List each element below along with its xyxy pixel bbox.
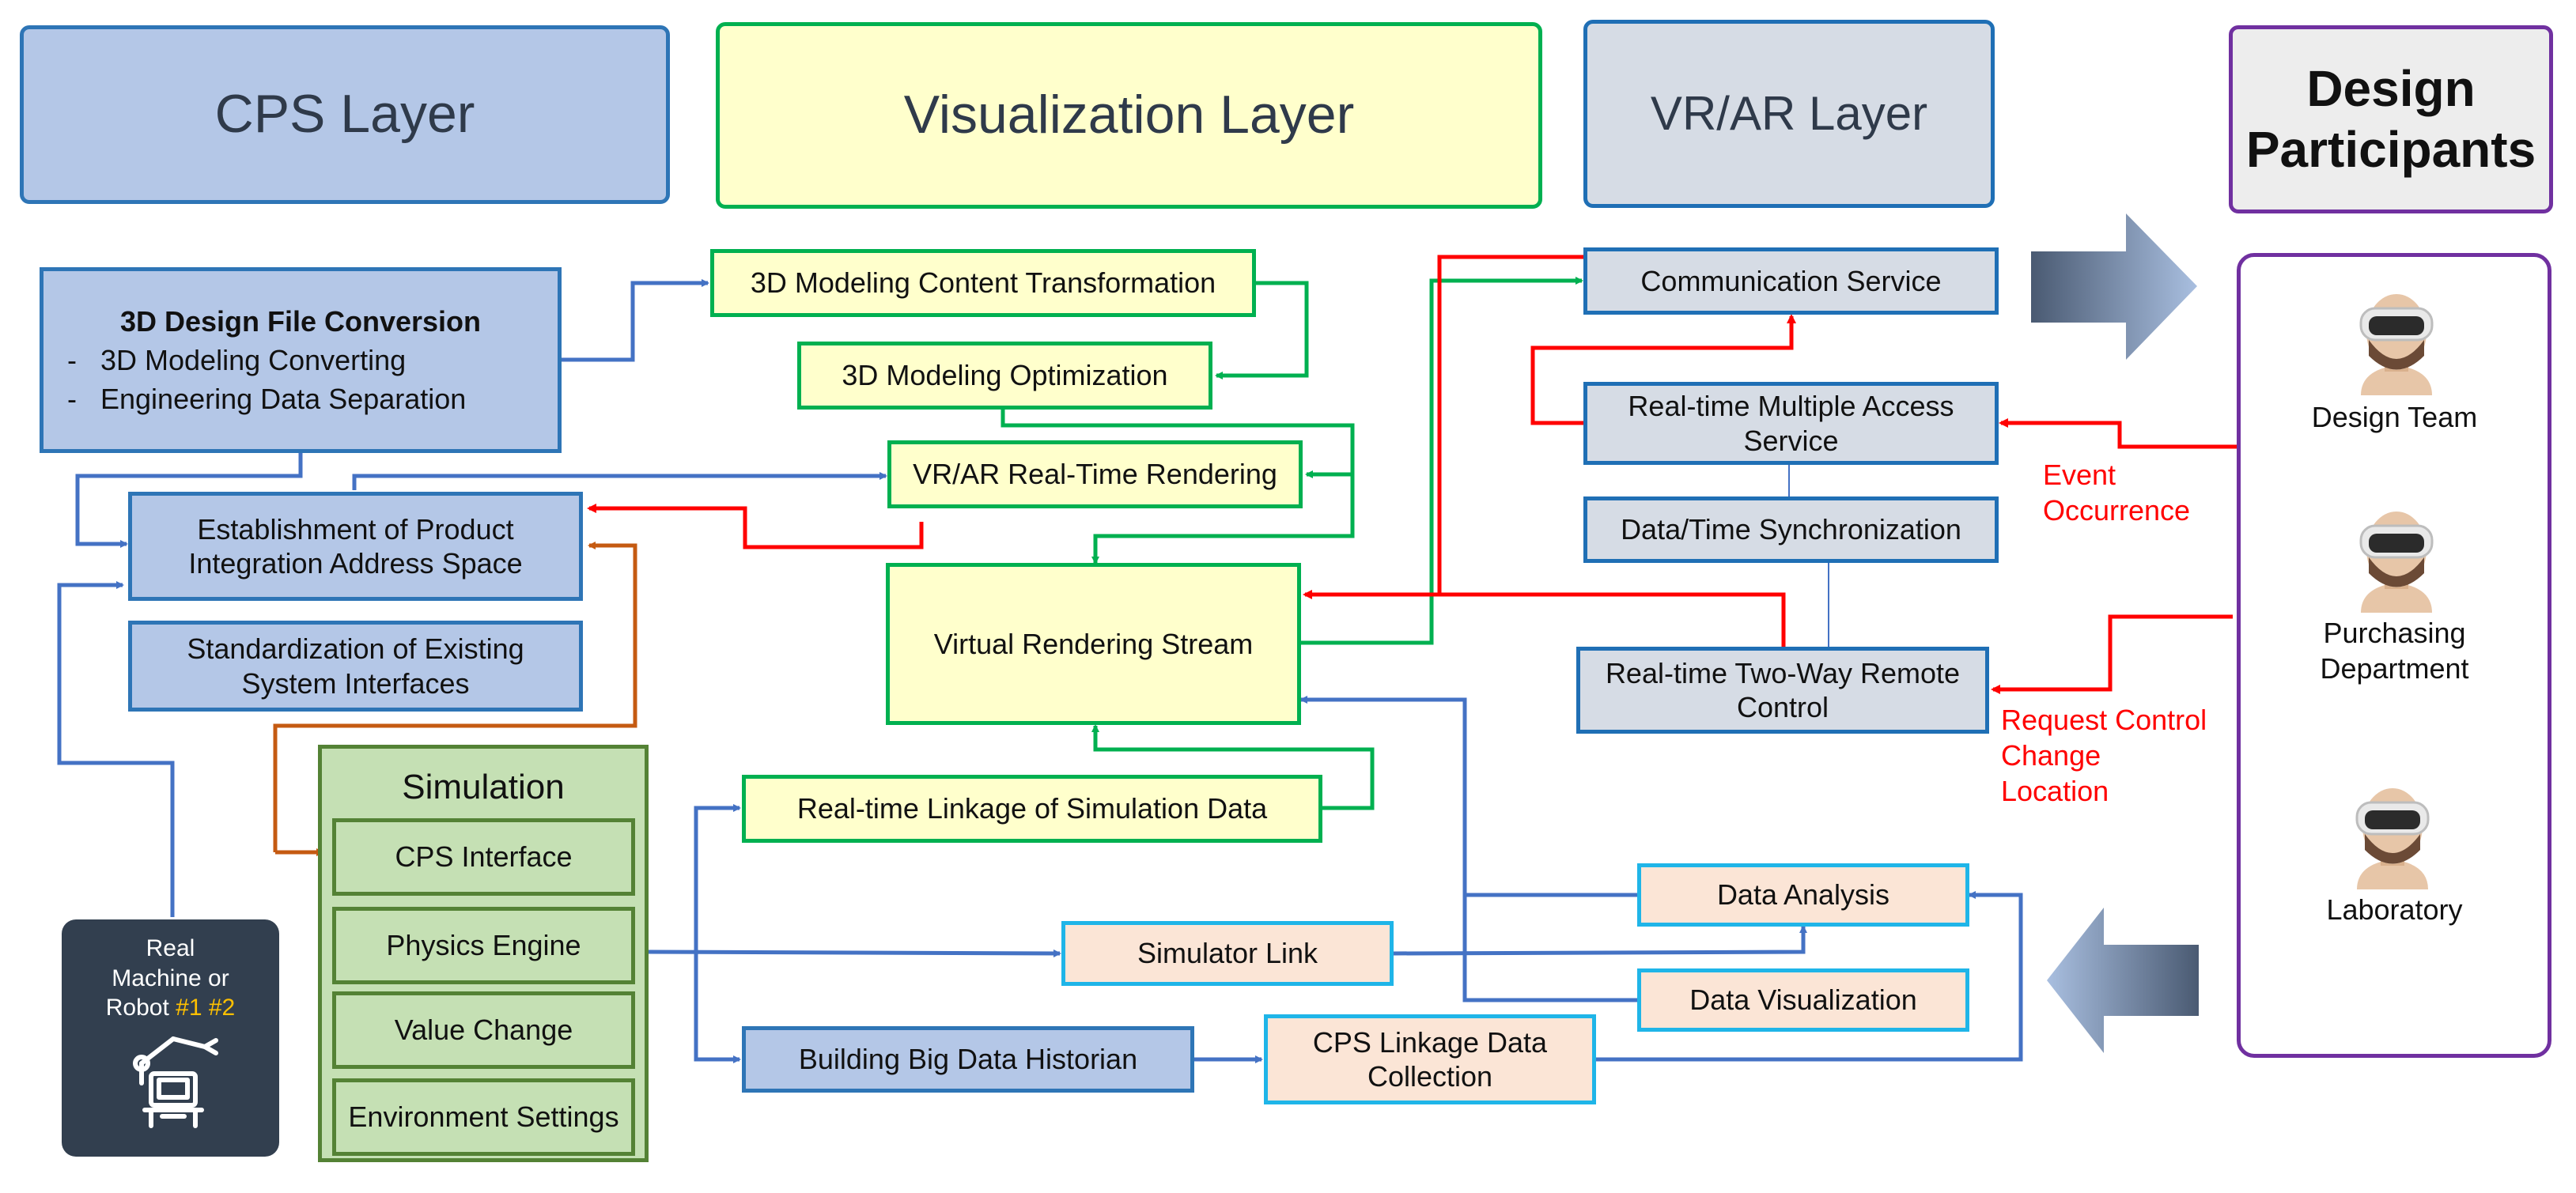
participant-design-team: Design Team: [2311, 401, 2478, 433]
visualization-layer-header: Visualization Layer: [716, 22, 1542, 209]
participants-header: Design Participants: [2229, 25, 2553, 213]
right-block-arrow: [2031, 213, 2197, 360]
visualization-layer-title: Visualization Layer: [903, 85, 1355, 145]
data-visualization-label: Data Visualization: [1689, 983, 1917, 1017]
address-space-box: Establishment of Product Integration Add…: [128, 492, 583, 601]
arrow-address-sim-link: [273, 542, 637, 852]
arrow-remote-to-stream: [1303, 590, 1786, 647]
sim-physics-engine-label: Physics Engine: [386, 929, 581, 962]
rendering-stream-label: Virtual Rendering Stream: [933, 627, 1254, 660]
arrow-sim-to-simlink: [648, 949, 1061, 957]
address-space-label: Establishment of Product Integration Add…: [188, 512, 523, 580]
sim-cps-interface-box: CPS Interface: [332, 818, 635, 896]
interfaces-label: Standardization of Existing System Inter…: [187, 632, 524, 700]
line-visualization-branch: [1462, 895, 1637, 1002]
participant-purchasing-department: Purchasing Department: [2320, 617, 2469, 685]
simulator-link-box: Simulator Link: [1061, 921, 1394, 986]
realtime-rendering-box: VR/AR Real-Time Rendering: [887, 440, 1303, 508]
rendering-stream-box: Virtual Rendering Stream: [886, 563, 1301, 725]
real-machine-line3-prefix: Robot: [105, 995, 176, 1021]
left-block-arrow: [2047, 908, 2199, 1053]
robot-arm-icon: [132, 1036, 218, 1128]
arrow-event-occurrence: [1999, 418, 2238, 449]
arrow-conversion-to-address: [75, 452, 303, 548]
realtime-rendering-label: VR/AR Real-Time Rendering: [913, 458, 1277, 491]
content-transformation-box: 3D Modeling Content Transformation: [710, 249, 1256, 317]
arrow-machine-to-address: [57, 581, 175, 917]
simulator-link-label: Simulator Link: [1137, 937, 1318, 970]
arrow-address-to-rendering: [352, 472, 887, 490]
sim-value-change-box: Value Change: [332, 991, 635, 1069]
line-stream-to-communication: [1437, 255, 1583, 595]
vrar-layer-title: VR/AR Layer: [1650, 87, 1928, 140]
design-file-conversion-item: - 3D Modeling Converting: [67, 343, 407, 376]
sync-box: Data/Time Synchronization: [1583, 496, 1999, 563]
remote-control-label: Real-time Two-Way Remote Control: [1605, 656, 1961, 723]
cps-linkage-label: CPS Linkage Data Collection: [1312, 1025, 1548, 1093]
sim-linkage-box: Real-time Linkage of Simulation Data: [742, 775, 1322, 843]
big-data-historian-label: Building Big Data Historian: [798, 1043, 1138, 1076]
real-machine-robot-ids: #1 #2: [176, 995, 236, 1021]
real-machine-line2: Machine or: [112, 965, 229, 991]
cps-layer-header: CPS Layer: [20, 25, 670, 204]
sim-environment-settings-box: Environment Settings: [332, 1078, 635, 1156]
sim-value-change-label: Value Change: [394, 1014, 573, 1047]
arrow-rendering-to-address: [587, 504, 924, 549]
data-visualization-box: Data Visualization: [1637, 968, 1969, 1032]
real-machine-line1: Real: [146, 935, 195, 961]
sim-linkage-label: Real-time Linkage of Simulation Data: [796, 792, 1268, 825]
optimization-label: 3D Modeling Optimization: [842, 359, 1168, 392]
request-control-annotation: Request Control Change Location: [2001, 704, 2207, 807]
remote-control-box: Real-time Two-Way Remote Control: [1576, 647, 1989, 734]
multi-access-label: Real-time Multiple Access Service: [1628, 390, 1954, 457]
design-file-conversion-box: 3D Design File Conversion - 3D Modeling …: [40, 267, 562, 453]
arrow-simlink-to-analysis: [1393, 925, 1807, 956]
sim-physics-engine-box: Physics Engine: [332, 907, 635, 984]
arrow-access-to-communication: [1530, 314, 1796, 425]
sim-cps-interface-label: CPS Interface: [395, 840, 573, 874]
optimization-box: 3D Modeling Optimization: [797, 342, 1212, 410]
arrow-conversion-to-transformation: [562, 279, 709, 362]
real-machine-line3: Robot #1 #2: [62, 993, 279, 1023]
simulation-group: Simulation CPS Interface Physics Engine …: [318, 745, 649, 1162]
vr-headset-person-icon: [2359, 512, 2434, 613]
participants-title: Design Participants: [2245, 60, 2536, 178]
content-transformation-label: 3D Modeling Content Transformation: [750, 266, 1216, 300]
cps-layer-title: CPS Layer: [214, 84, 475, 145]
cps-linkage-box: CPS Linkage Data Collection: [1264, 1014, 1596, 1104]
interfaces-box: Standardization of Existing System Inter…: [128, 621, 583, 712]
data-analysis-label: Data Analysis: [1716, 878, 1890, 912]
sync-label: Data/Time Synchronization: [1621, 513, 1961, 546]
real-machine-card: Real Machine or Robot #1 #2: [62, 919, 279, 1157]
design-file-conversion-item: - Engineering Data Separation: [67, 383, 467, 416]
arrow-rendering-to-stream: [1091, 474, 1355, 564]
arrow-transformation-to-optimization: [1215, 281, 1309, 379]
arrow-linkage-to-stream: [1091, 724, 1375, 810]
arrow-optimization-to-rendering: [1001, 410, 1355, 478]
vr-headset-person-icon: [2355, 788, 2430, 889]
simulation-title: Simulation: [402, 768, 565, 806]
communication-service-label: Communication Service: [1640, 264, 1942, 297]
data-analysis-box: Data Analysis: [1637, 863, 1969, 927]
arrow-sim-to-bigdata: [694, 955, 741, 1063]
arrow-cps-to-analysis: [1596, 891, 2023, 1062]
arrow-stream-to-communication: [1301, 277, 1583, 645]
multi-access-box: Real-time Multiple Access Service: [1583, 382, 1999, 465]
participant-laboratory: Laboratory: [2326, 893, 2463, 926]
arrow-request-control: [1991, 614, 2233, 694]
vr-headset-person-icon: [2359, 294, 2434, 395]
sim-environment-settings-label: Environment Settings: [348, 1101, 619, 1134]
event-occurrence-annotation: Event Occurrence: [2043, 459, 2191, 527]
vrar-layer-header: VR/AR Layer: [1583, 20, 1995, 208]
design-file-conversion-title: 3D Design File Conversion: [119, 304, 482, 338]
arrow-analysis-to-stream: [1299, 696, 1637, 897]
big-data-historian-box: Building Big Data Historian: [742, 1026, 1194, 1093]
arrow-sim-to-linkage: [694, 804, 741, 955]
communication-service-box: Communication Service: [1583, 247, 1999, 315]
